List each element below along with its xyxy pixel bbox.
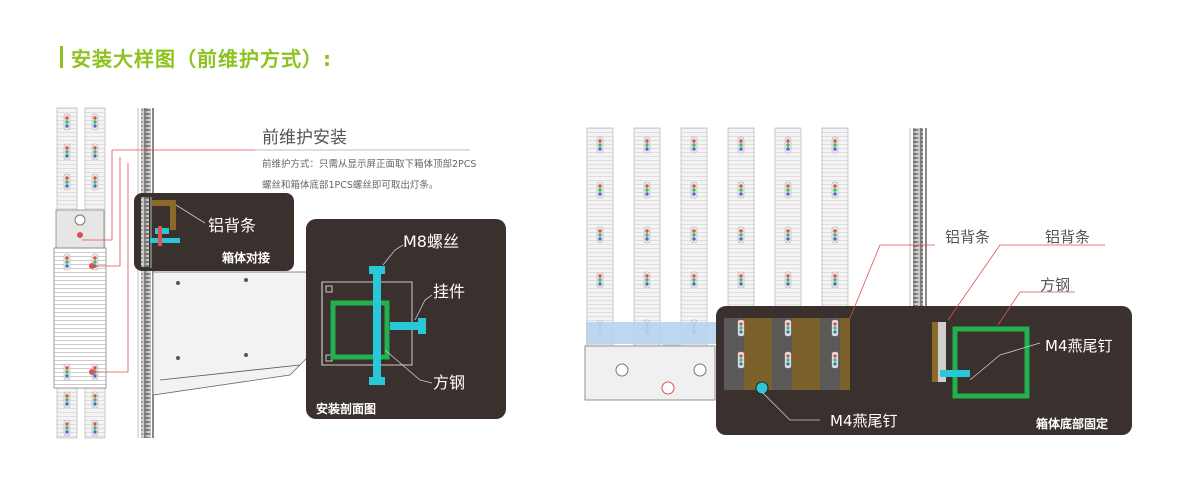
- label-aluminum-strip-right-a: 铝背条: [945, 228, 990, 246]
- label-m4-nail-left: M4燕尾钉: [830, 412, 898, 430]
- box-bottom-fixing: M4燕尾钉 M4燕尾钉 箱体底部固定: [716, 306, 1132, 435]
- label-aluminum-strip-right-b: 铝背条: [1045, 228, 1090, 246]
- box-module-joint: 铝背条 箱体对接: [134, 193, 294, 271]
- label-m4-nail-right: M4燕尾钉: [1045, 337, 1113, 355]
- label-square-steel-left: 方钢: [433, 373, 465, 392]
- caption-bottom-fixing: 箱体底部固定: [1036, 416, 1108, 431]
- left-module-joint: [53, 209, 107, 389]
- title-accent-bar: [60, 46, 63, 68]
- right-leader-lines: [849, 244, 1105, 326]
- left-heading: 前维护安装: [262, 128, 347, 148]
- left-desc-line2: 螺丝和箱体底部1PCS螺丝即可取出灯条。: [262, 179, 438, 191]
- label-square-steel-right: 方钢: [1040, 276, 1070, 294]
- caption-section-view: 安装剖面图: [316, 401, 376, 416]
- page-title-text: 安装大样图（前维护方式）:: [71, 46, 332, 71]
- page-title: 安装大样图（前维护方式）:: [60, 44, 332, 71]
- label-hanger: 挂件: [433, 282, 465, 301]
- left-wall-column: [137, 108, 154, 438]
- left-desc-line1: 前维护方式：只需从显示屏正面取下箱体顶部2PCS: [262, 158, 476, 170]
- box-section-view: M8螺丝 挂件 方钢 安装剖面图: [306, 219, 506, 419]
- left-leader-lines: [82, 149, 470, 373]
- right-bottom-housing: [584, 345, 716, 401]
- left-wall-saw-bottom: [141, 395, 151, 438]
- caption-module-joint: 箱体对接: [222, 250, 270, 265]
- label-aluminum-strip-left: 铝背条: [208, 216, 256, 235]
- label-m8-screw: M8螺丝: [403, 232, 459, 251]
